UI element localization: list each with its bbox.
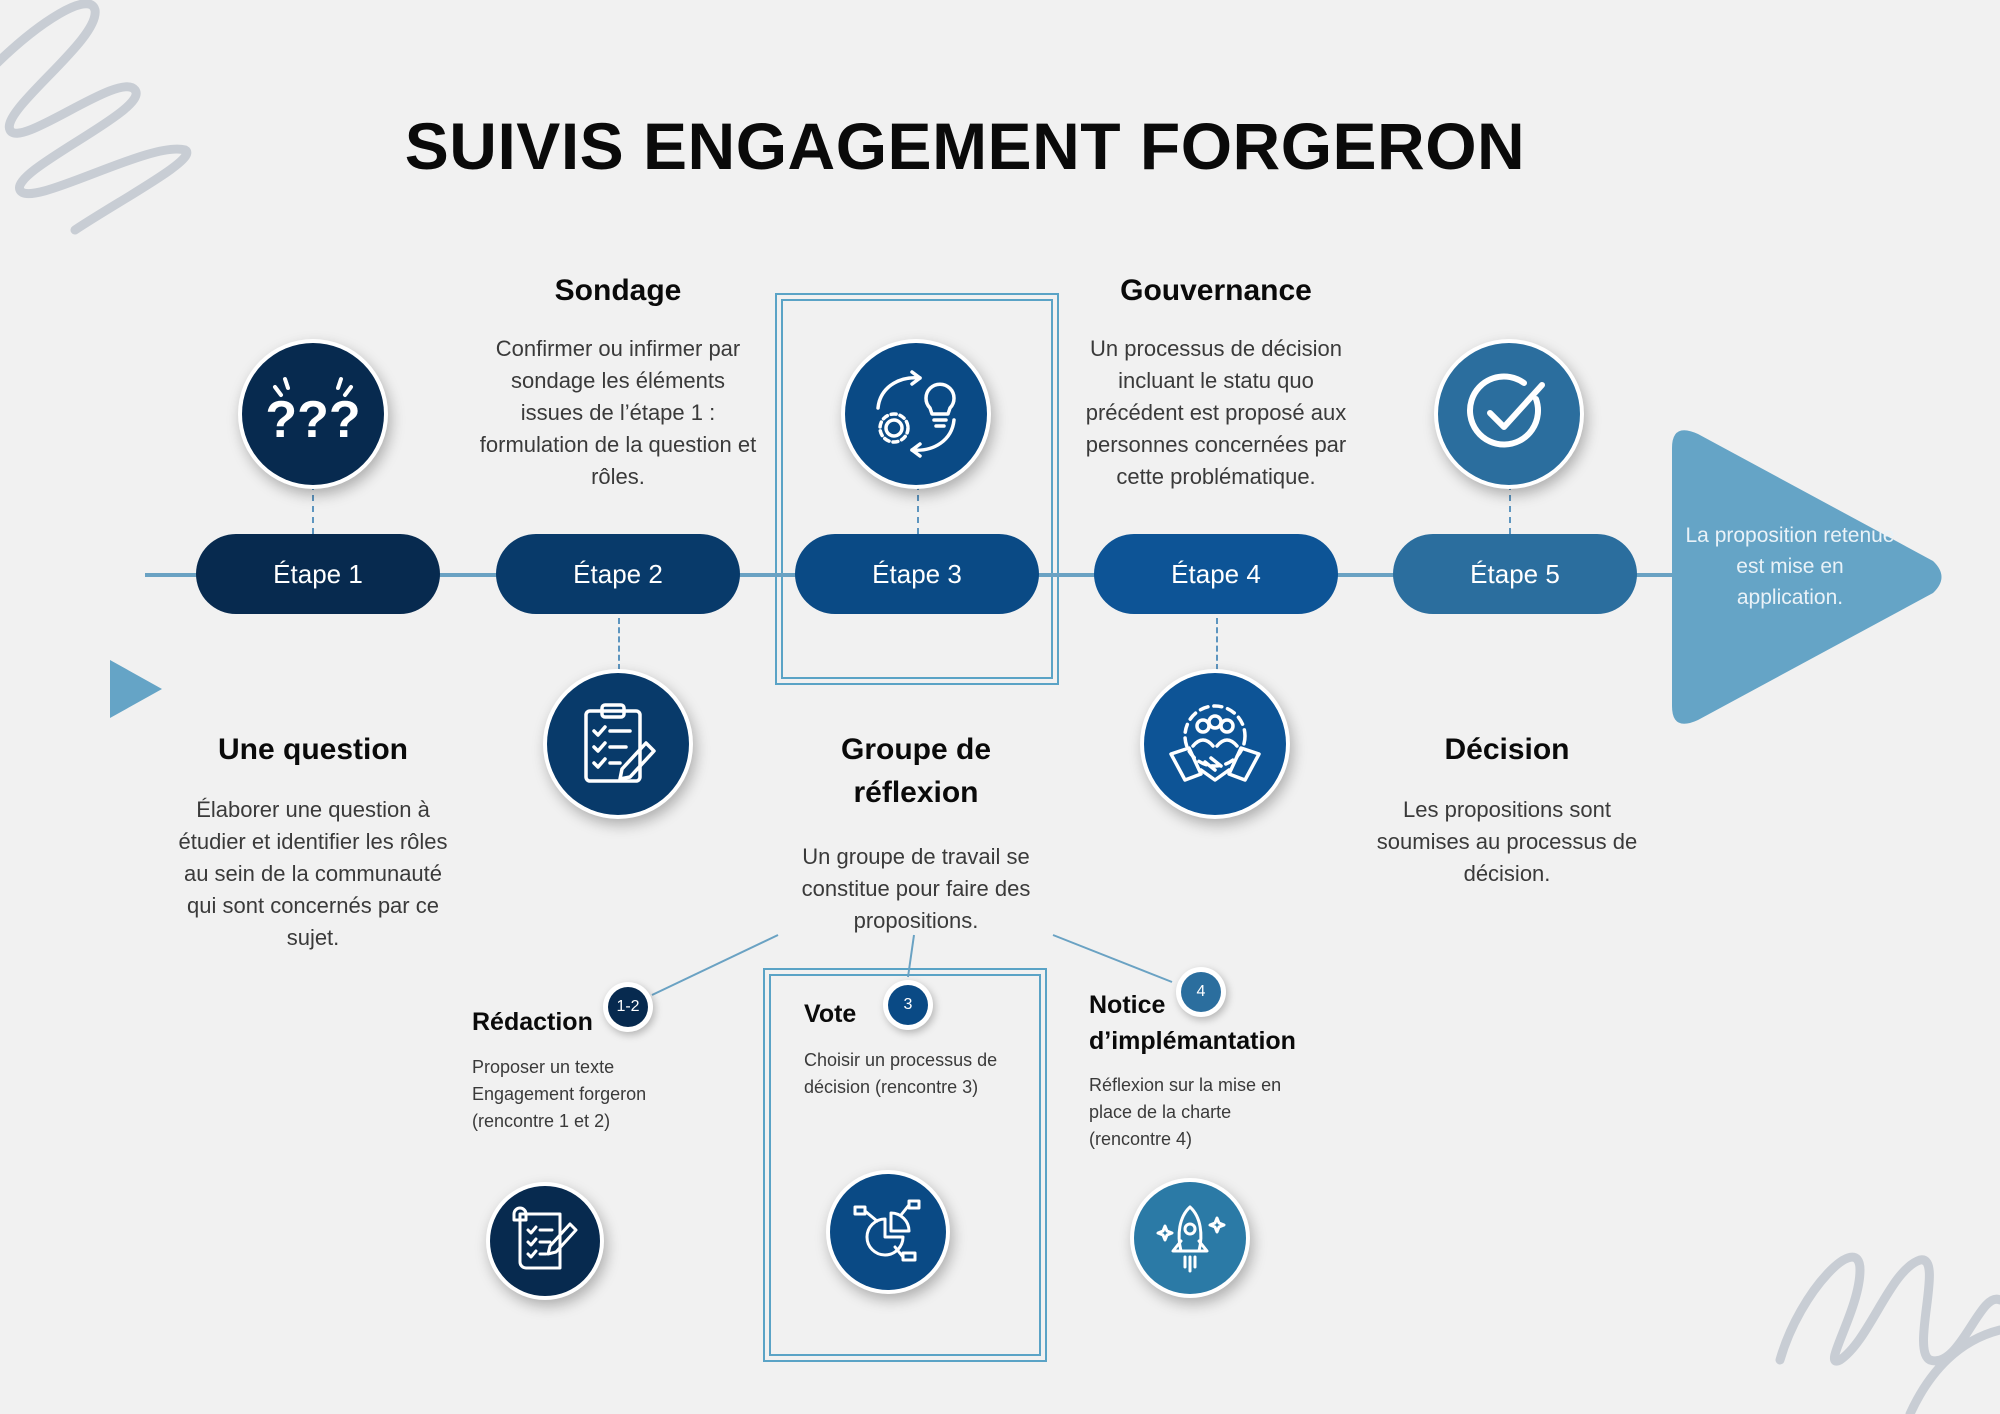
question-marks-icon: ???	[265, 377, 361, 449]
connector-step-2	[618, 618, 620, 670]
team-handshake-icon	[1169, 704, 1261, 782]
page-title: SUIVIS ENGAGEMENT FORGERON	[404, 109, 1526, 183]
step-pill-1: Étape 1	[196, 534, 440, 614]
substep-vote-heading: Vote	[804, 1000, 857, 1028]
substep-notice-heading: Notice d’implémantation	[1089, 991, 1296, 1055]
step-3-heading: Groupe de réflexion	[840, 733, 991, 809]
step-pill-5: Étape 5	[1393, 534, 1637, 614]
rocket-icon	[1156, 1205, 1226, 1273]
substep-vote-description: Choisir un processus de décision (rencon…	[804, 1050, 998, 1097]
substep-redaction-description: Proposer un texte Engagement forgeron (r…	[472, 1057, 647, 1131]
step-4-description: Un processus de décision incluant le sta…	[1085, 336, 1347, 489]
decorative-squiggle-bottom-right	[1775, 1252, 2000, 1414]
decorative-squiggle-top-left	[0, 0, 192, 235]
substep-badge-vote: 3	[883, 980, 933, 1030]
substep-notice-description: Réflexion sur la mise en place de la cha…	[1089, 1075, 1282, 1149]
gear-lightbulb-cycle-icon	[876, 370, 956, 458]
badge-number: 4	[1181, 972, 1221, 1012]
step-5-heading: Décision	[1444, 733, 1570, 766]
vote-highlight-frame	[763, 968, 1047, 1362]
connector-step-5	[1509, 484, 1511, 534]
step-1-description: Élaborer une question à étudier et ident…	[178, 797, 448, 950]
step-3-description: Un groupe de travail se constitue pour f…	[801, 844, 1031, 933]
substep-redaction-heading: Rédaction	[472, 1008, 593, 1036]
connector-step-1	[312, 484, 314, 534]
step-1-icon-circle: ???	[238, 339, 388, 489]
final-arrow-shape	[1672, 430, 1942, 724]
step-pill-2: Étape 2	[496, 534, 740, 614]
substep-badge-redaction: 1-2	[603, 982, 653, 1032]
pie-chart-icon	[853, 1199, 921, 1262]
step-4-icon-circle	[1140, 669, 1290, 819]
step-pill-3: Étape 3	[795, 534, 1039, 614]
svg-text:???: ???	[265, 391, 360, 449]
timeline-start-arrow	[110, 660, 162, 718]
badge-number: 3	[888, 985, 928, 1025]
clipboard-checklist-icon	[584, 703, 656, 783]
step-3-icon-circle	[841, 339, 991, 489]
connector-step-4	[1216, 618, 1218, 670]
step-1-heading: Une question	[217, 733, 408, 766]
substep-redaction-icon-circle	[486, 1182, 604, 1300]
substep-badge-notice: 4	[1176, 967, 1226, 1017]
check-circle-icon	[1467, 373, 1545, 448]
document-pencil-icon	[512, 1206, 578, 1270]
step-5-icon-circle	[1434, 339, 1584, 489]
substep-notice-icon-circle	[1130, 1178, 1250, 1298]
substep-vote-icon-circle	[826, 1170, 950, 1294]
step-2-heading: Sondage	[554, 274, 682, 307]
step-pill-4: Étape 4	[1094, 534, 1338, 614]
badge-number: 1-2	[608, 987, 648, 1027]
step-4-heading: Gouvernance	[1120, 274, 1312, 307]
step-5-description: Les propositions sont soumises au proces…	[1376, 797, 1638, 886]
final-arrow-text: La proposition retenue est mise en appli…	[1685, 524, 1895, 609]
step-2-icon-circle	[543, 669, 693, 819]
step-2-description: Confirmer ou infirmer par sondage les él…	[479, 336, 757, 489]
connector-step-3	[917, 484, 919, 534]
step-3-highlight-frame	[775, 293, 1059, 685]
